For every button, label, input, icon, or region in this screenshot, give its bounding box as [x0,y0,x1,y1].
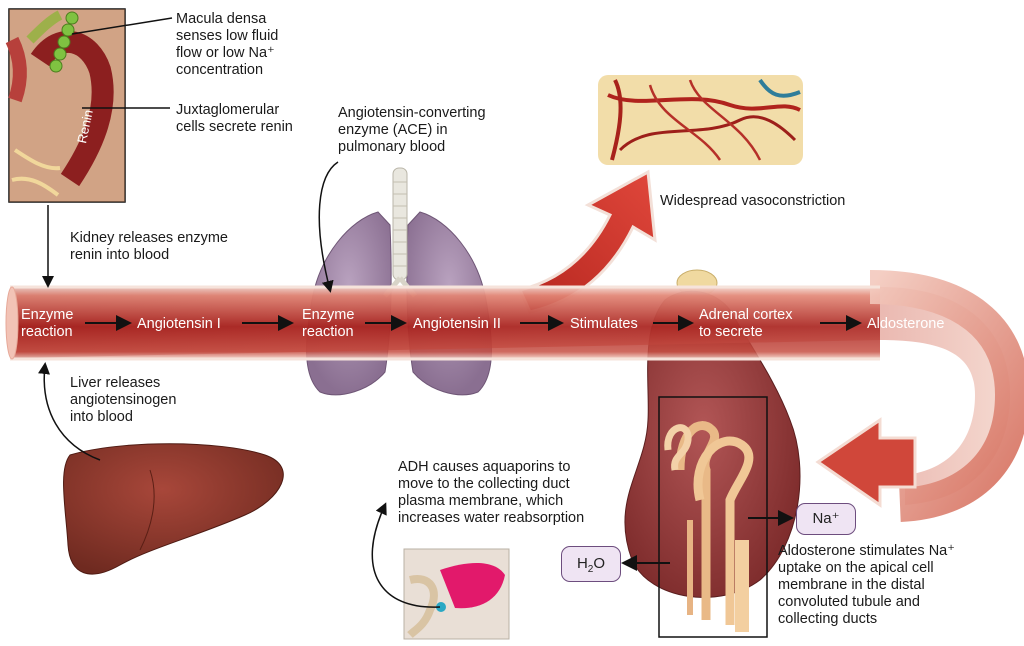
flow-step-enzyme-reaction-1-line-1: Enzyme [21,307,74,323]
macula-densa-line-4: concentration [176,62,264,78]
ace-line-2: enzyme (ACE) in [338,122,448,138]
flow-step-adrenal: Adrenal cortex to secrete [699,307,793,341]
connector-lines [38,17,441,608]
juxtaglomerular-label: Juxtaglomerular cells secrete renin [176,102,293,136]
flow-step-enzyme-reaction-1: Enzyme reaction [21,307,73,341]
adh-label: ADH causes aquaporins to move to the col… [398,459,584,527]
flow-step-enzyme-reaction-2-line-1: Enzyme [302,307,355,323]
flow-step-enzyme-reaction-2-line-2: reaction [302,324,354,340]
vascular-network-illustration [598,75,803,165]
liver-releases-line-1: Liver releases [70,375,161,391]
macula-densa-inset [5,8,126,203]
blood-vessel [5,270,1024,522]
adh-line-1: ADH causes aquaporins to [398,459,571,475]
macula-densa-line-3: flow or low Na⁺ [176,45,275,61]
flow-step-adrenal-line-2: to secrete [699,324,763,340]
ace-line-3: pulmonary blood [338,139,446,155]
liver-releases-line-3: into blood [70,409,133,425]
aldosterone-stimulates-line-5: collecting ducts [778,611,878,627]
liver-illustration [63,443,284,575]
lungs-illustration [306,167,492,396]
adh-line-2: move to the collecting duct [398,476,570,492]
liver-releases-label: Liver releases angiotensinogen into bloo… [70,375,176,426]
flow-step-stimulates: Stimulates [570,316,638,332]
flow-step-enzyme-reaction-2: Enzyme reaction [302,307,354,341]
aldosterone-stimulates-line-2: uptake on the apical cell [778,560,934,576]
vasoconstriction-label: Widespread vasoconstriction [660,193,846,209]
flow-step-enzyme-reaction-1-line-2: reaction [21,324,73,340]
kidney-releases-line-2: renin into blood [70,247,170,263]
flow-step-angiotensin-2: Angiotensin II [413,316,501,332]
aldosterone-stimulates-line-3: membrane in the distal [778,577,925,593]
aldosterone-stimulates-line-1: Aldosterone stimulates Na⁺ [778,543,955,559]
juxtaglomerular-line-1: Juxtaglomerular [176,102,280,118]
water-subscript: 2 [587,564,594,575]
ace-label: Angiotensin-converting enzyme (ACE) in p… [338,105,486,156]
water-molecule-box: H2O [561,546,621,582]
adh-line-3: plasma membrane, which [398,493,564,509]
aldosterone-stimulates-line-4: convoluted tubule and [778,594,920,610]
adh-inset [403,548,510,640]
water-o: O [593,555,606,572]
flow-step-aldosterone: Aldosterone [867,316,945,332]
aldosterone-stimulates-label: Aldosterone stimulates Na⁺ uptake on the… [778,543,955,628]
kidney-releases-label: Kidney releases enzyme renin into blood [70,230,228,264]
flow-step-angiotensin-1: Angiotensin I [137,316,221,332]
flow-step-adrenal-line-1: Adrenal cortex [699,307,793,323]
ace-line-1: Angiotensin-converting [338,105,486,121]
macula-densa-line-2: senses low fluid [176,28,279,44]
macula-densa-label: Macula densa senses low fluid flow or lo… [176,11,278,79]
sodium-ion-box: Na⁺ [796,503,856,535]
aldosterone-return-arrowhead [815,417,917,508]
liver-releases-line-2: angiotensinogen [70,392,177,408]
adh-line-4: increases water reabsorption [398,510,585,526]
juxtaglomerular-line-2: cells secrete renin [176,119,293,135]
flow-arrows [85,315,862,571]
macula-densa-line-1: Macula densa [176,11,267,27]
water-h: H [576,555,588,572]
kidney-releases-line-1: Kidney releases enzyme [70,230,228,246]
